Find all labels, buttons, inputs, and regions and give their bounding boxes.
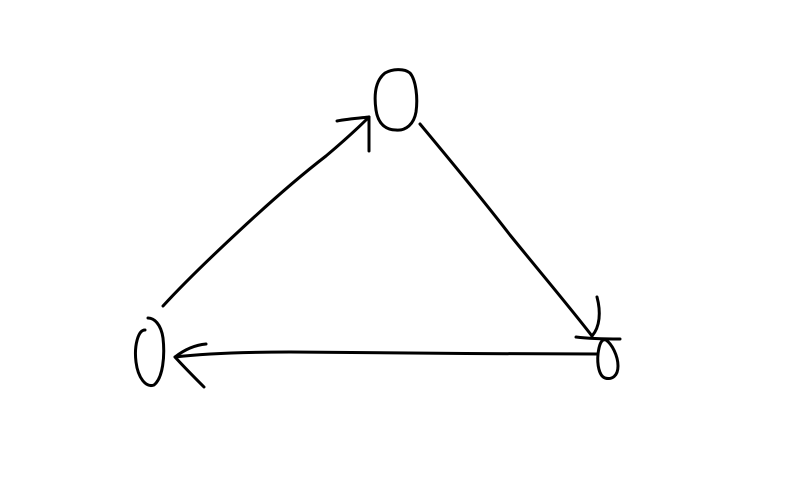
arrowhead bbox=[574, 295, 622, 341]
edge-bottom-right-to-bottom-left bbox=[173, 342, 600, 389]
edge-bottom-left-to-top bbox=[161, 115, 371, 308]
edge-line bbox=[418, 122, 594, 338]
node-top-shape bbox=[373, 68, 419, 132]
node-bottom-left-shape bbox=[134, 316, 166, 388]
edge-line bbox=[161, 115, 371, 308]
node-bottom-right-shape bbox=[596, 338, 620, 380]
arrowhead bbox=[335, 115, 371, 153]
node-bottom-right bbox=[596, 338, 620, 380]
node-bottom-left bbox=[134, 316, 166, 388]
edge-top-to-bottom-right bbox=[418, 122, 622, 341]
edge-line bbox=[173, 350, 600, 359]
node-top bbox=[373, 68, 419, 132]
arrowhead bbox=[173, 342, 208, 389]
